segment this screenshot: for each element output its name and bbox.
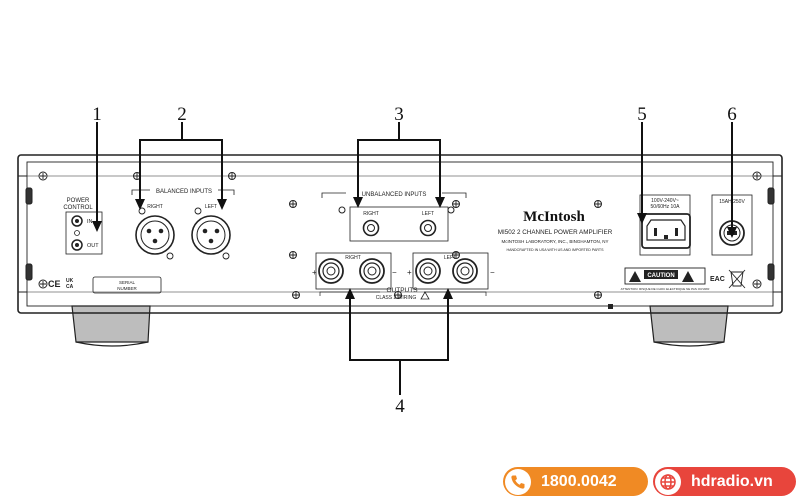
amplifier-feet <box>71 305 729 347</box>
callout-3: 3 <box>394 104 404 125</box>
phone-pill[interactable]: 1800.0042 <box>503 467 648 496</box>
caution-label: CAUTION <box>647 273 674 279</box>
mains-frequency-label: 50/60Hz 10A <box>651 204 681 210</box>
ukca-mark-ca: CA <box>66 284 74 290</box>
manufacturer-text: McINTOSH LABORATORY, INC., BINGHAMTON, N… <box>501 239 608 244</box>
callout-6: 6 <box>727 104 737 125</box>
weee-bin-icon <box>728 269 746 289</box>
power-control-label-2: CONTROL <box>63 205 93 211</box>
unbalanced-right-label: RIGHT <box>363 211 379 217</box>
unbalanced-right-rca-jack[interactable] <box>362 219 380 237</box>
power-control-label: POWER <box>67 198 90 204</box>
website-pill[interactable]: hdradio.vn <box>653 467 796 496</box>
callout-arrowheads <box>92 197 737 299</box>
phone-number: 1800.0042 <box>541 472 617 490</box>
balanced-inputs-section: BALANCED INPUTS RIGHT LEFT <box>131 186 235 260</box>
mains-voltage-label: 100V-240V~ <box>651 198 679 204</box>
contact-footer: 1800.0042 hdradio.vn <box>495 463 800 500</box>
mains-power-inlet-section: 100V-240V~ 50/60Hz 10A <box>639 194 691 256</box>
brand-logo: McIntosh <box>523 209 585 225</box>
amplifier-chassis <box>17 154 783 314</box>
svg-text:+: + <box>407 268 412 277</box>
phone-icon <box>505 468 531 495</box>
svg-text:−: − <box>392 268 397 277</box>
balanced-inputs-label: BALANCED INPUTS <box>156 189 212 195</box>
callout-leaders <box>96 122 733 395</box>
hazard-icon <box>629 271 641 282</box>
branding-section: McIntosh MI502 2 CHANNEL POWER AMPLIFIER… <box>498 209 613 252</box>
serial-number-plate <box>92 276 162 294</box>
serial-label-2: NUMBER <box>117 286 137 291</box>
unbalanced-left-rca-jack[interactable] <box>419 219 437 237</box>
svg-text:+: + <box>312 268 317 277</box>
output-right-label: RIGHT <box>345 255 361 261</box>
unbalanced-inputs-label: UNBALANCED INPUTS <box>362 192 427 198</box>
power-out-label: OUT <box>87 243 99 249</box>
balanced-left-xlr-jack[interactable] <box>191 215 231 255</box>
callout-5: 5 <box>637 104 647 125</box>
class2-wiring-label: CLASS 2 WIRING <box>376 295 417 301</box>
balanced-left-label: LEFT <box>205 204 217 210</box>
attention-text: ATTENTION: RISQUE DE CHOC ELECTRIQUE NE … <box>621 287 711 291</box>
balanced-right-xlr-jack[interactable] <box>135 215 175 255</box>
unbalanced-inputs-section: UNBALANCED INPUTS RIGHT LEFT <box>321 189 467 242</box>
callout-2: 2 <box>177 104 187 125</box>
power-in-label: IN <box>87 219 93 225</box>
serial-label: SERIAL <box>119 280 136 285</box>
balanced-right-label: RIGHT <box>147 204 163 210</box>
ce-mark: CE <box>48 279 61 289</box>
callout-4: 4 <box>395 396 405 417</box>
unbalanced-left-label: LEFT <box>422 211 434 217</box>
hazard-icon-2 <box>682 271 694 282</box>
regulatory-marks: CE UK CA SERIAL NUMBER CAUTION ATTENTION… <box>48 267 746 309</box>
ukca-mark-uk: UK <box>66 278 74 284</box>
handcrafted-text: HANDCRAFTED IN USA WITH US AND IMPORTED … <box>506 248 604 252</box>
model-name: MI502 2 CHANNEL POWER AMPLIFIER <box>498 229 613 236</box>
svg-text:−: − <box>490 268 495 277</box>
speaker-outputs-section: RIGHT LEFT + − + − OUTPUTS CLASS 2 WIRIN… <box>312 252 495 301</box>
output-left-label: LEFT <box>444 255 456 261</box>
callout-1: 1 <box>92 104 102 125</box>
website-url: hdradio.vn <box>691 472 773 490</box>
globe-icon <box>655 468 681 495</box>
outputs-label: OUTPUTS <box>386 287 418 294</box>
warning-triangle-icon <box>420 291 430 300</box>
eac-mark: EAC <box>710 276 725 283</box>
power-control-section: POWER CONTROL IN OUT <box>63 198 103 255</box>
